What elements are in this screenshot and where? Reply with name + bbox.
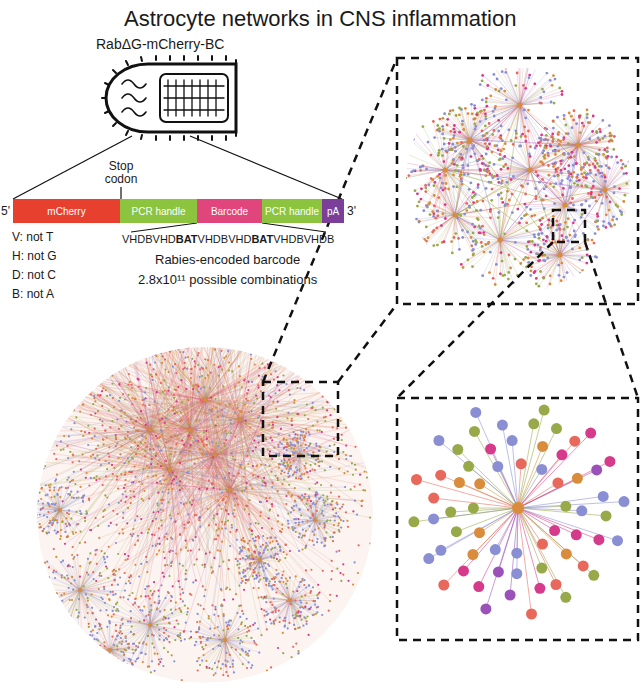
network-edge bbox=[105, 650, 110, 677]
network-edge bbox=[92, 650, 110, 664]
network-edge bbox=[92, 650, 110, 667]
rabies-virus bbox=[102, 56, 236, 140]
network-edge bbox=[81, 650, 110, 654]
network-large bbox=[13, 251, 390, 683]
nucleocapsid-grid bbox=[164, 80, 224, 116]
network-edge bbox=[106, 650, 110, 672]
expansion-line bbox=[190, 136, 342, 199]
network-edge bbox=[88, 650, 110, 657]
bracket-line bbox=[131, 223, 197, 232]
bracket-line bbox=[262, 223, 326, 232]
